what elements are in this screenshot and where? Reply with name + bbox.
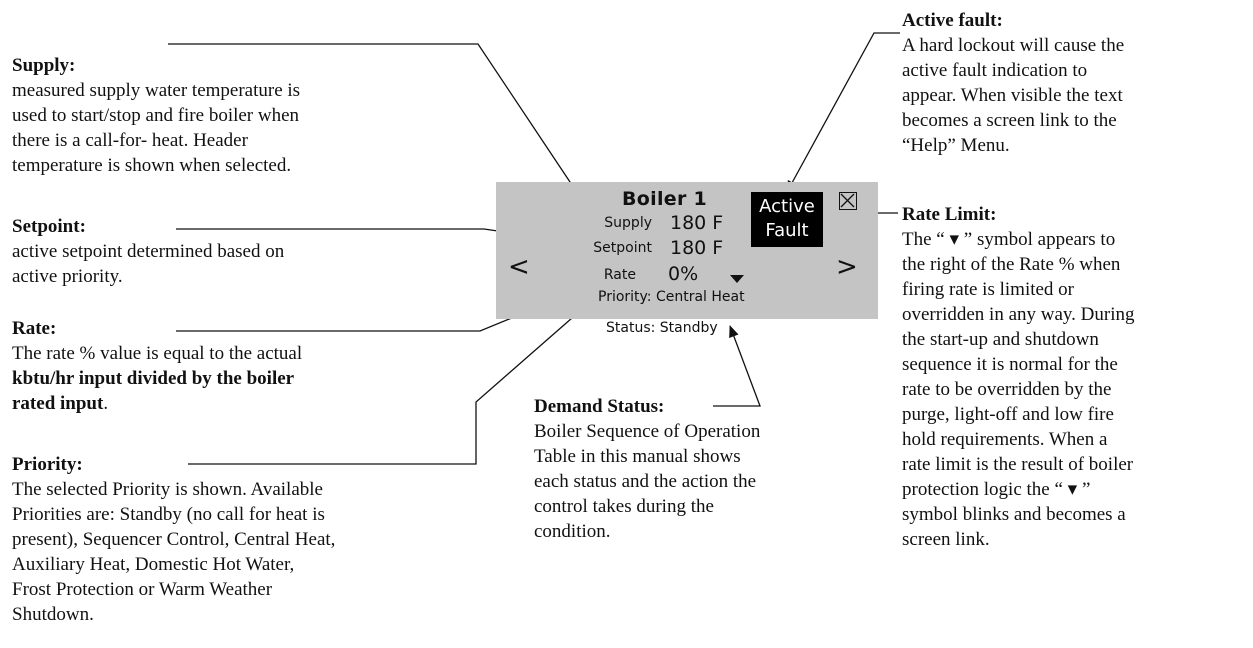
rate-note-tail: .	[103, 393, 109, 414]
rate-limit-note-line: sequence it is normal for the	[902, 354, 1118, 375]
demand-status-note-line: condition.	[534, 521, 611, 542]
priority-note-title: Priority:	[12, 454, 83, 475]
active-fault-note-line: “Help” Menu.	[902, 135, 1010, 156]
setpoint-note-title: Setpoint:	[12, 216, 86, 237]
supply-note: Supply: measured supply water temperatur…	[12, 53, 472, 178]
rate-note-line: The rate % value is equal to the actual	[12, 343, 303, 364]
setpoint-note: Setpoint: active setpoint determined bas…	[12, 214, 472, 289]
supply-note-line: used to start/stop and fire boiler when	[12, 105, 300, 126]
active-fault-note: Active fault: A hard lockout will cause …	[902, 8, 1247, 158]
demand-status-note-line: Table in this manual shows	[534, 446, 741, 467]
demand-status-note-line: control takes during the	[534, 496, 714, 517]
rate-limit-note-line: rate to be overridden by the	[902, 379, 1112, 400]
screen-title: Boiler 1	[622, 188, 708, 210]
active-fault-note-line: appear. When visible the text	[902, 85, 1123, 106]
rate-note-bold-line: kbtu/hr input divided by the boiler	[12, 368, 295, 389]
priority-note-line: The selected Priority is shown. Availabl…	[12, 479, 323, 500]
rate-limit-note-line: the start-up and shutdown	[902, 329, 1099, 350]
rate-note: Rate: The rate % value is equal to the a…	[12, 316, 482, 416]
supply-note-line: there is a call-for- heat. Header	[12, 130, 248, 151]
active-fault-line1: Active	[759, 196, 815, 217]
boiler-status-screen: Boiler 1 Supply 180 F Setpoint 180 F Rat…	[496, 182, 878, 319]
rate-note-title: Rate:	[12, 318, 57, 339]
rate-limit-note-line: firing rate is limited or	[902, 279, 1075, 300]
demand-status-note-title: Demand Status:	[534, 396, 665, 417]
priority-note-line: Priorities are: Standby (no call for hea…	[12, 504, 325, 525]
demand-status-note-line: each status and the action the	[534, 471, 757, 492]
next-screen-button[interactable]: >	[836, 252, 858, 282]
priority-note-line: Frost Protection or Warm Weather	[12, 579, 273, 600]
active-fault-button[interactable]: Active Fault	[751, 192, 823, 247]
rate-value: 0%	[668, 263, 699, 285]
supply-note-line: temperature is shown when selected.	[12, 155, 292, 176]
active-fault-note-title: Active fault:	[902, 10, 1003, 31]
rate-limit-note-line: The “ ▾ ” symbol appears to	[902, 229, 1116, 250]
setpoint-label: Setpoint	[593, 240, 652, 256]
status-line: Status: Standby	[606, 320, 718, 336]
rate-limit-note-line: overridden in any way. During	[902, 304, 1135, 325]
active-fault-line2: Fault	[765, 220, 809, 241]
priority-note-line: present), Sequencer Control, Central Hea…	[12, 529, 336, 550]
priority-note: Priority: The selected Priority is shown…	[12, 452, 492, 627]
active-fault-note-line: A hard lockout will cause the	[902, 35, 1125, 56]
priority-note-line: Shutdown.	[12, 604, 94, 625]
setpoint-note-line: active setpoint determined based on	[12, 241, 285, 262]
close-box-icon[interactable]	[839, 192, 857, 210]
rate-limit-note-line: the right of the Rate % when	[902, 254, 1121, 275]
rate-limit-note-line: symbol blinks and becomes a	[902, 504, 1126, 525]
setpoint-note-line: active priority.	[12, 266, 123, 287]
rate-limit-note-line: rate limit is the result of boiler	[902, 454, 1134, 475]
rate-limit-note-line: screen link.	[902, 529, 990, 550]
setpoint-value: 180 F	[670, 237, 724, 259]
supply-label: Supply	[604, 215, 652, 231]
supply-value: 180 F	[670, 212, 724, 234]
active-fault-note-line: active fault indication to	[902, 60, 1088, 81]
rate-note-bold-line: rated input	[12, 393, 104, 414]
priority-line: Priority: Central Heat	[598, 289, 745, 305]
rate-limit-note-line: hold requirements. When a	[902, 429, 1108, 450]
active-fault-note-line: becomes a screen link to the	[902, 110, 1117, 131]
priority-note-line: Auxiliary Heat, Domestic Hot Water,	[12, 554, 295, 575]
down-arrow-icon[interactable]	[729, 274, 745, 284]
demand-status-note: Demand Status: Boiler Sequence of Operat…	[534, 394, 854, 544]
supply-note-title: Supply:	[12, 55, 76, 76]
rate-label: Rate	[603, 267, 636, 283]
supply-note-line: measured supply water temperature is	[12, 80, 301, 101]
rate-limit-note-title: Rate Limit:	[902, 204, 997, 225]
rate-limit-note: Rate Limit: The “ ▾ ” symbol appears to …	[902, 202, 1247, 552]
rate-limit-note-line: purge, light-off and low fire	[902, 404, 1114, 425]
prev-screen-button[interactable]: <	[508, 252, 530, 282]
rate-limit-note-line: protection logic the “ ▾ ”	[902, 479, 1091, 500]
demand-status-note-line: Boiler Sequence of Operation	[534, 421, 761, 442]
leader-active-fault	[786, 32, 900, 193]
